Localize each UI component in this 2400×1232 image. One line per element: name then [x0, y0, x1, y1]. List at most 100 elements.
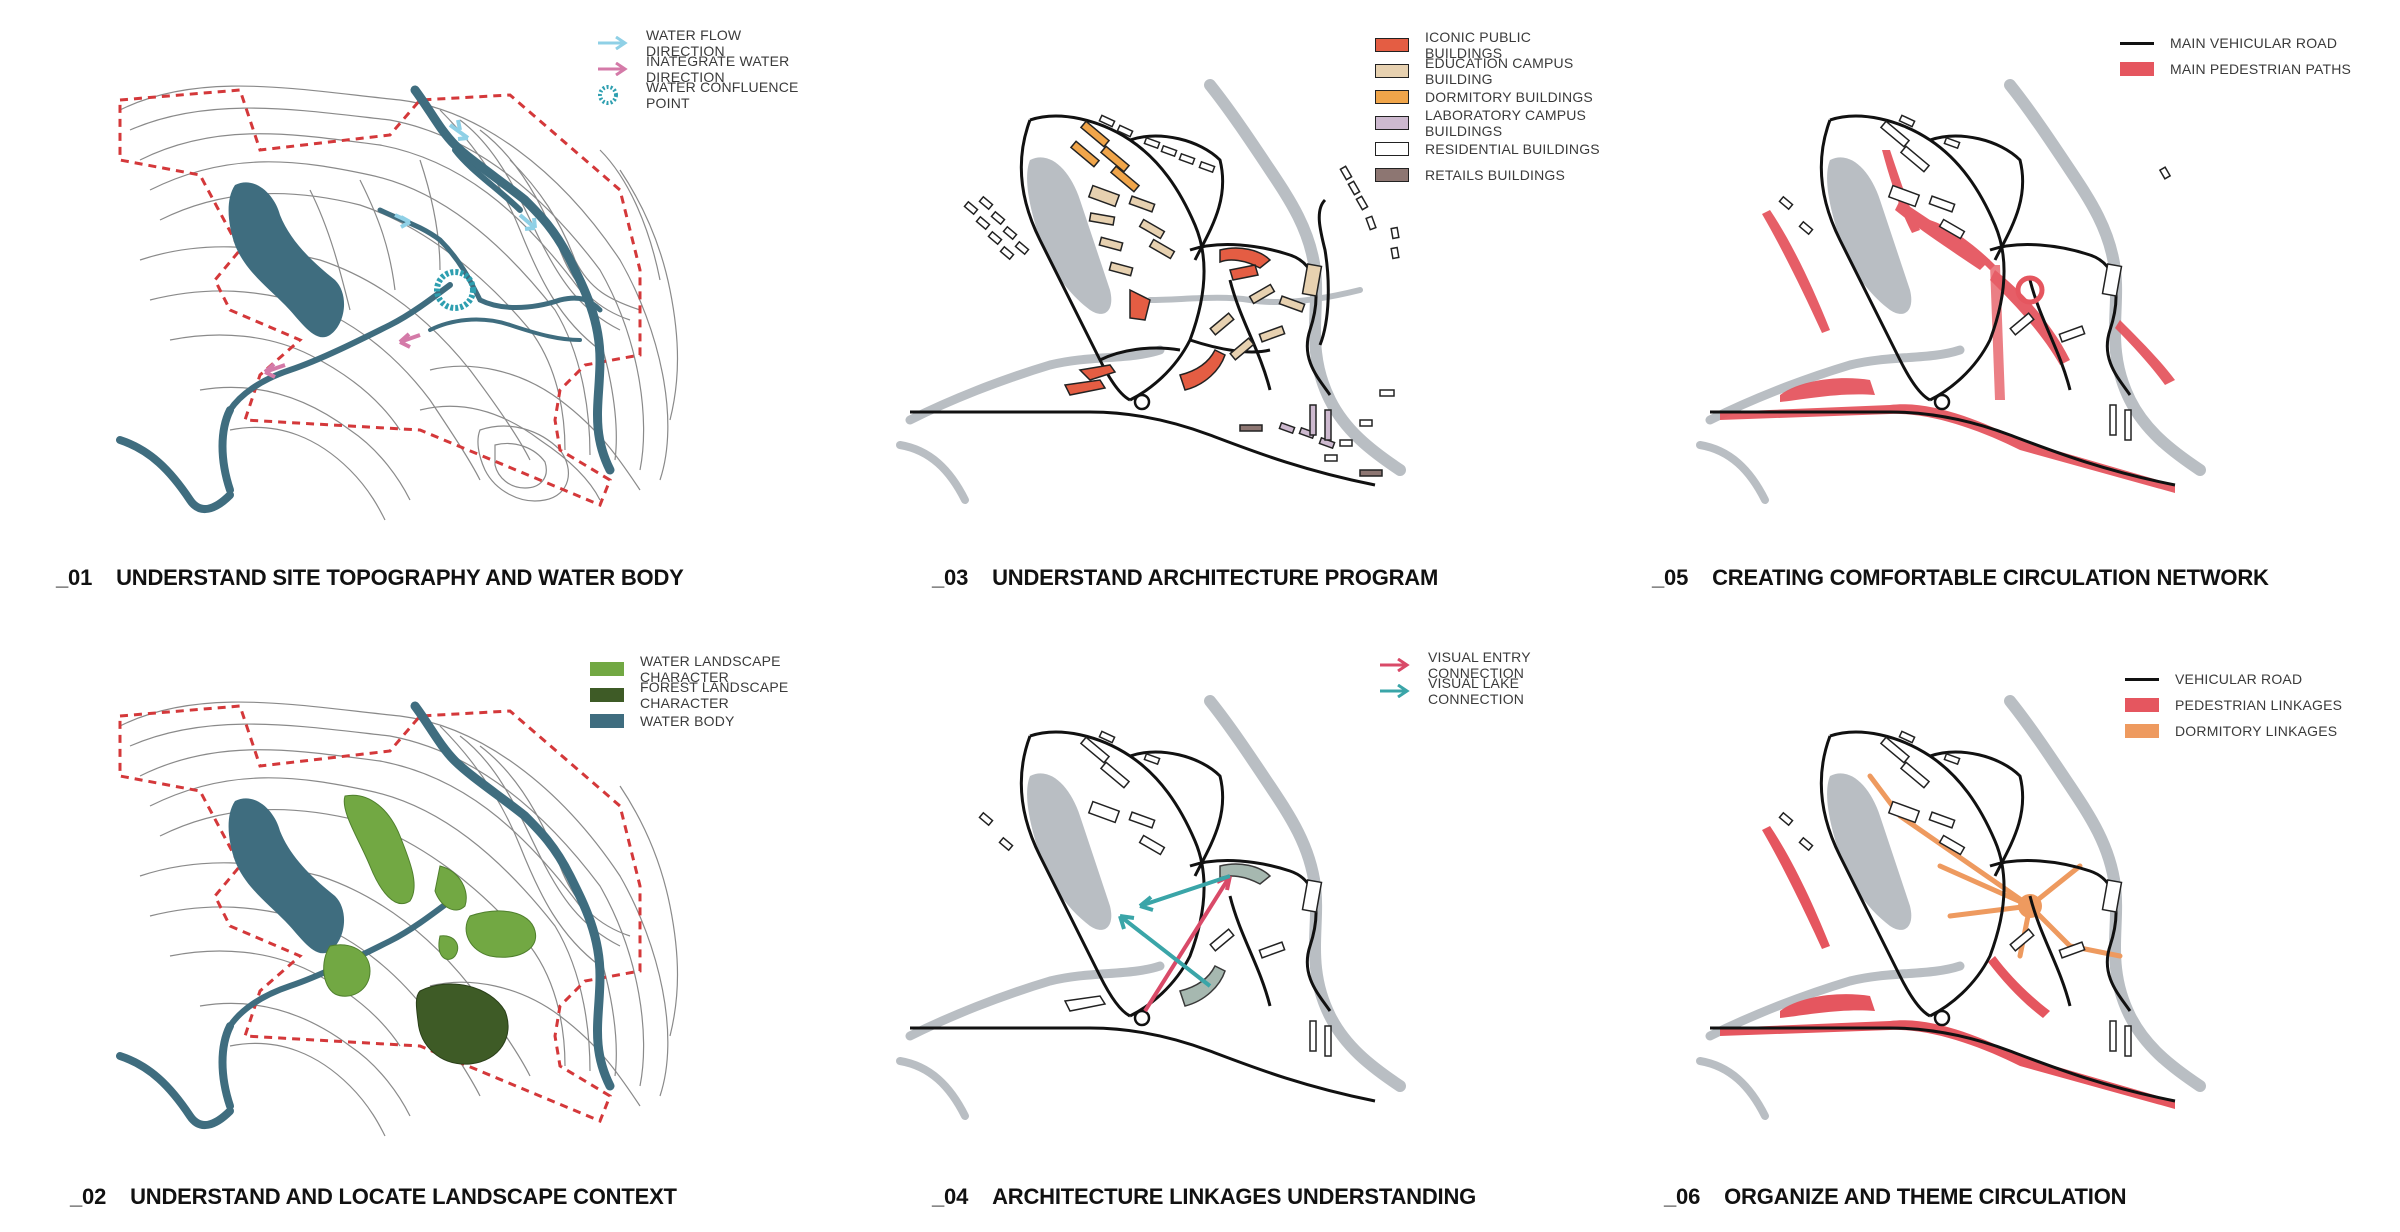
caption-title: UNDERSTAND SITE TOPOGRAPHY AND WATER BOD… — [116, 565, 684, 590]
panel-03: ICONIC PUBLIC BUILDINGS EDUCATION CAMPUS… — [800, 0, 1600, 616]
caption-number: _06 — [1664, 1184, 1701, 1209]
retail-buildings — [1239, 424, 1383, 477]
legend-04: VISUAL ENTRY CONNECTION VISUAL LAKE CONN… — [1378, 649, 1600, 707]
vehicular-roads — [910, 114, 1376, 487]
light-green-swatch — [590, 662, 624, 676]
panel-02: WATER LANDSCAPE CHARACTER FOREST LANDSCA… — [0, 616, 800, 1232]
legend-label: MAIN VEHICULAR ROAD — [2170, 35, 2338, 51]
legend-item: RESIDENTIAL BUILDINGS — [1375, 136, 1600, 162]
legend-item: WATER LANDSCAPE CHARACTER — [590, 653, 800, 685]
caption-number: _02 — [70, 1184, 107, 1209]
legend-item: WATER CONFLUENCE POINT — [596, 79, 800, 111]
legend-item: VISUAL ENTRY CONNECTION — [1378, 649, 1600, 681]
caption-number: _03 — [932, 565, 969, 590]
buildings — [1778, 730, 2132, 1057]
confluence-ring-icon — [596, 85, 630, 105]
caption-title: ORGANIZE AND THEME CIRCULATION — [1724, 1184, 2127, 1209]
vehicular-roads — [910, 730, 1376, 1103]
caption-title: UNDERSTAND AND LOCATE LANDSCAPE CONTEXT — [130, 1184, 677, 1209]
panel-05: MAIN VEHICULAR ROAD MAIN PEDESTRIAN PATH… — [1600, 0, 2400, 616]
legend-item: DORMITORY BUILDINGS — [1375, 84, 1600, 110]
lilac-swatch — [1375, 116, 1409, 130]
caption-05: _05 CREATING COMFORTABLE CIRCULATION NETW… — [1652, 565, 2269, 591]
pedestrian-hub — [2015, 275, 2045, 305]
roundabout — [1933, 1009, 1951, 1027]
legend-label: WATER BODY — [640, 713, 735, 729]
roundabout — [1133, 1009, 1151, 1027]
legend-label: EDUCATION CAMPUS BUILDING — [1425, 55, 1574, 87]
water-landscape-areas — [323, 794, 537, 997]
lake-shape — [1827, 157, 1912, 314]
legend-item: MAIN VEHICULAR ROAD — [2120, 30, 2351, 56]
landscape-map — [116, 701, 679, 1137]
architecture-program-map — [896, 79, 1406, 504]
black-line-icon — [2120, 41, 2154, 45]
water-flow-arrows — [394, 119, 537, 231]
orange-swatch — [2125, 724, 2159, 738]
legend-05: MAIN VEHICULAR ROAD MAIN PEDESTRIAN PATH… — [2120, 30, 2351, 82]
caption-number: _04 — [932, 1184, 969, 1209]
circulation-map — [1696, 79, 2206, 504]
vehicular-roads — [1710, 114, 2176, 487]
caption-02: _02 UNDERSTAND AND LOCATE LANDSCAPE CONTE… — [70, 1184, 677, 1210]
legend-item: RETAILS BUILDINGS — [1375, 162, 1600, 188]
red-swatch — [2125, 698, 2159, 712]
light-blue-arrow-icon — [596, 36, 630, 50]
lake-shape — [1027, 773, 1112, 930]
pedestrian-paths — [1720, 150, 2175, 493]
caption-title: UNDERSTAND ARCHITECTURE PROGRAM — [992, 565, 1439, 590]
teal-arrow-icon — [1378, 684, 1412, 698]
lake-shape — [1027, 157, 1112, 314]
forest-landscape-area — [415, 983, 509, 1065]
legend-label: WATER FLOW DIRECTION — [646, 27, 742, 59]
vehicular-roads — [1710, 730, 2176, 1103]
legend-item: LABORATORY CAMPUS BUILDINGS — [1375, 107, 1600, 139]
caption-number: _05 — [1652, 565, 1689, 590]
legend-label: VISUAL ENTRY CONNECTION — [1428, 649, 1531, 681]
site-boundary — [118, 88, 642, 507]
panel-06: VEHICULAR ROAD PEDESTRIAN LINKAGES DORMI… — [1600, 616, 2400, 1232]
buildings — [978, 730, 1332, 1057]
legend-item: EDUCATION CAMPUS BUILDING — [1375, 55, 1600, 87]
legend-label: RESIDENTIAL BUILDINGS — [1425, 141, 1600, 157]
legend-label: VEHICULAR ROAD — [2175, 671, 2303, 687]
orange-swatch — [1375, 90, 1409, 104]
legend-item: DORMITORY LINKAGES — [2125, 718, 2342, 744]
themed-circulation-map — [1696, 695, 2206, 1120]
topography-map — [116, 85, 679, 521]
legend-01: WATER FLOW DIRECTION INATEGRATE WATER DI… — [596, 27, 800, 111]
legend-label: MAIN PEDESTRIAN PATHS — [2170, 61, 2352, 77]
legend-item: MAIN PEDESTRIAN PATHS — [2120, 56, 2351, 82]
legend-02: WATER LANDSCAPE CHARACTER FOREST LANDSCA… — [590, 653, 800, 734]
brown-swatch — [1375, 168, 1409, 182]
caption-number: _01 — [56, 565, 93, 590]
legend-label: WATER CONFLUENCE POINT — [646, 79, 799, 111]
legend-label: VISUAL LAKE CONNECTION — [1428, 675, 1525, 707]
lake-shape — [1827, 773, 1912, 930]
caption-06: _06 ORGANIZE AND THEME CIRCULATION — [1664, 1184, 2127, 1210]
rivers — [116, 701, 615, 1129]
legend-item: VEHICULAR ROAD — [2125, 666, 2342, 692]
legend-label: LABORATORY CAMPUS BUILDINGS — [1425, 107, 1587, 139]
lake-shape — [228, 182, 345, 338]
legend-item: VISUAL LAKE CONNECTION — [1378, 675, 1600, 707]
beige-swatch — [1375, 64, 1409, 78]
iconic-buildings — [1063, 247, 1272, 396]
black-line-icon — [2125, 677, 2159, 681]
caption-title: CREATING COMFORTABLE CIRCULATION NETWORK — [1712, 565, 2269, 590]
caption-01: _01 UNDERSTAND SITE TOPOGRAPHY AND WATER … — [56, 565, 684, 591]
legend-label: DORMITORY BUILDINGS — [1425, 89, 1593, 105]
lake-shape — [228, 798, 345, 954]
legend-item: FOREST LANDSCAPE CHARACTER — [590, 679, 800, 711]
roundabout — [1133, 393, 1151, 411]
roundabout — [1933, 393, 1951, 411]
orange-red-swatch — [1375, 38, 1409, 52]
caption-03: _03 UNDERSTAND ARCHITECTURE PROGRAM — [932, 565, 1438, 591]
legend-label: DORMITORY LINKAGES — [2175, 723, 2338, 739]
dormitory-buildings — [1069, 120, 1141, 193]
pink-arrow-icon — [596, 62, 630, 76]
legend-label: ICONIC PUBLIC BUILDINGS — [1425, 29, 1532, 61]
legend-label: WATER LANDSCAPE CHARACTER — [640, 653, 781, 685]
rivers — [116, 85, 615, 513]
